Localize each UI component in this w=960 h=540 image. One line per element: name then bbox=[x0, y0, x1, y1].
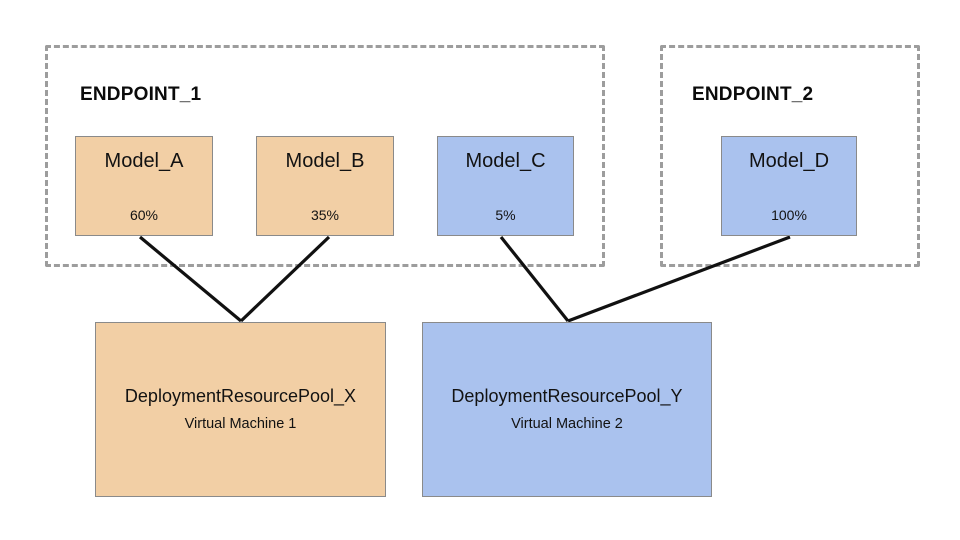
model-name: Model_D bbox=[748, 150, 830, 172]
resource-pool-subtitle: Virtual Machine 1 bbox=[184, 416, 297, 433]
model-name: Model_A bbox=[104, 150, 184, 172]
resource-pool-name: DeploymentResourcePool_Y bbox=[451, 385, 683, 406]
model-box-model-c[interactable]: Model_C 5% bbox=[437, 136, 574, 236]
endpoint-label-2: ENDPOINT_2 bbox=[692, 84, 814, 105]
model-traffic-split: 60% bbox=[129, 207, 159, 223]
resource-pool-subtitle: Virtual Machine 2 bbox=[511, 416, 623, 433]
resource-pool-box-y[interactable]: DeploymentResourcePool_Y Virtual Machine… bbox=[422, 322, 712, 497]
model-traffic-split: 35% bbox=[310, 207, 340, 223]
model-name: Model_B bbox=[285, 150, 365, 172]
model-traffic-split: 100% bbox=[771, 207, 807, 223]
model-name: Model_C bbox=[465, 150, 546, 172]
model-box-model-d[interactable]: Model_D 100% bbox=[721, 136, 857, 236]
resource-pool-name: DeploymentResourcePool_X bbox=[124, 385, 357, 406]
endpoint-label-1: ENDPOINT_1 bbox=[80, 84, 202, 105]
model-box-model-a[interactable]: Model_A 60% bbox=[75, 136, 213, 236]
model-box-model-b[interactable]: Model_B 35% bbox=[256, 136, 394, 236]
resource-pool-box-x[interactable]: DeploymentResourcePool_X Virtual Machine… bbox=[95, 322, 386, 497]
model-traffic-split: 5% bbox=[495, 207, 516, 223]
